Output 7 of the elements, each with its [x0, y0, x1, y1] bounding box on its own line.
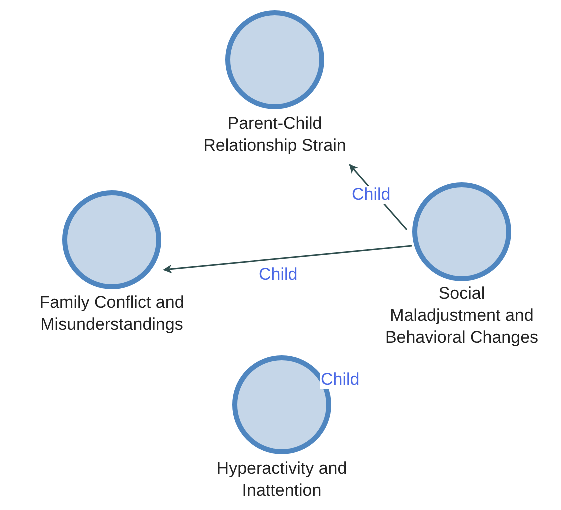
floating-label: Child	[320, 371, 361, 389]
node-label: Hyperactivity and Inattention	[216, 458, 348, 502]
edge-label: Child	[351, 186, 392, 204]
node-label: Parent-Child Relationship Strain	[202, 113, 348, 157]
arrow	[163, 245, 412, 274]
node-label: Family Conflict and Misunderstandings	[38, 292, 186, 336]
node-label: Social Maladjustment and Behavioral Changes	[384, 283, 540, 349]
